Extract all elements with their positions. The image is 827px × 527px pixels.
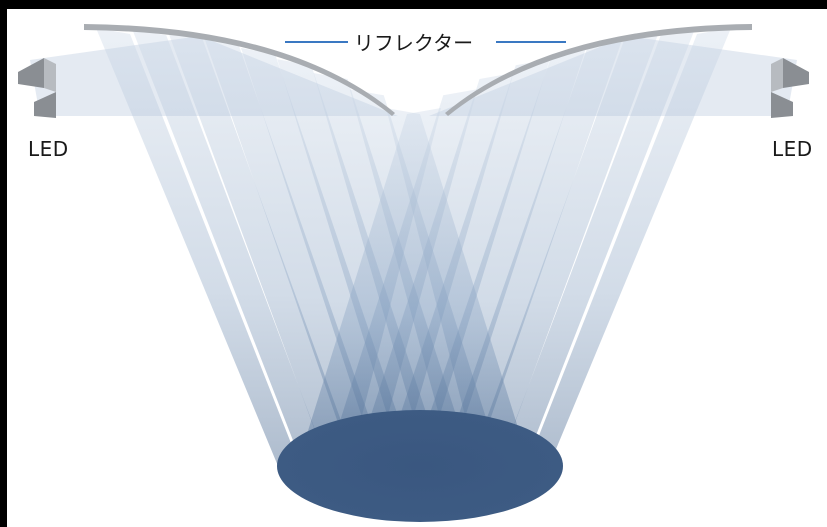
led-right-label: LED bbox=[772, 137, 813, 161]
light-beams bbox=[30, 28, 797, 466]
led-left-label: LED bbox=[28, 137, 69, 161]
light-spot bbox=[277, 410, 563, 522]
